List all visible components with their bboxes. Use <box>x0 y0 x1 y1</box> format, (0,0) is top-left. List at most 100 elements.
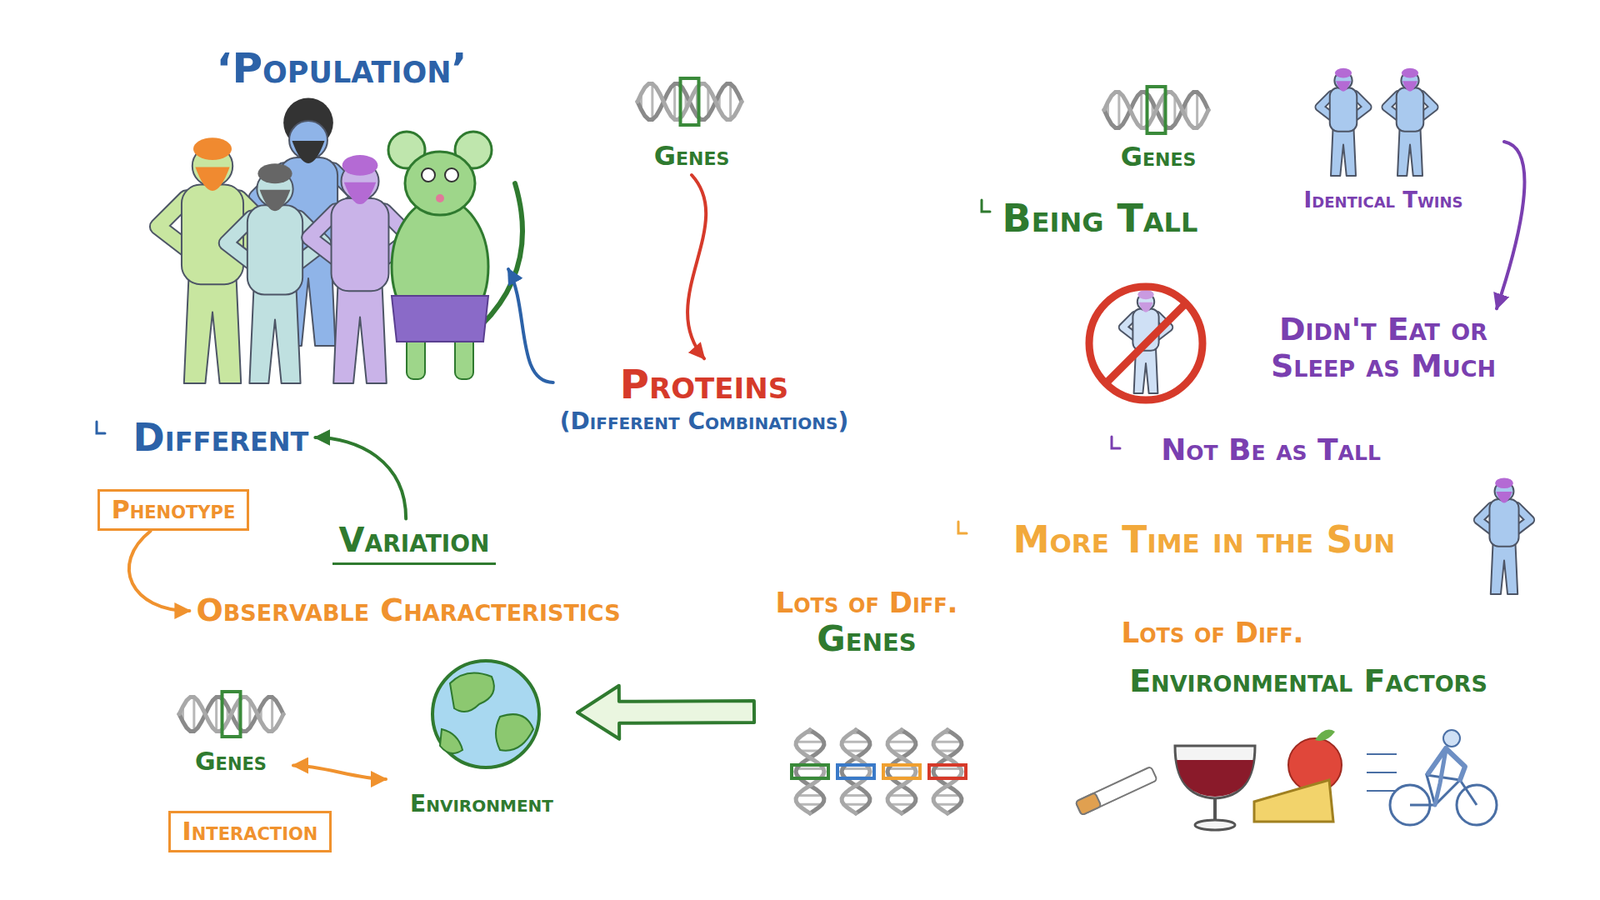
label-holder: More Time in the Sun <box>1013 519 1396 562</box>
person-legs <box>184 276 241 384</box>
person-figure <box>225 163 324 384</box>
node-title: Observable Characteristics <box>195 592 620 630</box>
dna-strand <box>933 730 962 814</box>
node-title: Lots of Diff. <box>775 586 958 620</box>
bike-frame <box>1426 775 1460 805</box>
apple-leaf <box>1315 730 1335 741</box>
gene-marker <box>883 765 920 779</box>
cigarette-filter <box>1075 792 1101 815</box>
text-node: Different <box>126 412 316 464</box>
dna-rung <box>215 697 218 732</box>
person-hair <box>1335 68 1352 79</box>
person-beard <box>260 190 291 211</box>
text-node: Lots of Diff.Genes <box>754 583 980 817</box>
gene-marker <box>929 765 966 779</box>
dna-rung <box>1195 92 1199 129</box>
no-sign <box>1089 286 1203 400</box>
dna-rung <box>729 84 732 120</box>
node-title: Interaction <box>182 817 319 847</box>
hook-mark <box>981 200 990 212</box>
cigarette-paper <box>1075 766 1157 816</box>
person-body <box>1330 87 1358 132</box>
speed-line <box>1366 771 1397 774</box>
dna-strand <box>179 697 284 732</box>
hook-mark <box>958 521 967 534</box>
arrow-connector <box>1496 141 1525 309</box>
wine-base <box>1195 820 1235 830</box>
text-label: Being Tall <box>1002 196 1199 241</box>
text-label: More Time in the Sun <box>1013 519 1396 562</box>
dna-rung <box>887 740 915 744</box>
rat-eye <box>445 168 459 182</box>
person-figure <box>1478 477 1530 595</box>
speed-line <box>1366 753 1397 755</box>
person-beard <box>1138 302 1153 313</box>
speed-line <box>1366 790 1397 792</box>
dna-icon <box>883 730 920 814</box>
gene-marker <box>222 691 241 737</box>
dna-icon <box>791 730 829 814</box>
text-label: Not Be as Tall <box>1160 432 1381 467</box>
person-figure <box>1385 68 1435 176</box>
arrow-connector <box>293 765 386 780</box>
text-label: Environmental Factors <box>1129 663 1488 700</box>
dna-strand <box>179 697 284 732</box>
dna-strand <box>887 730 916 814</box>
dna-strand <box>1104 92 1209 129</box>
text-node: Didn't Eat or Sleep as Much <box>1241 308 1525 388</box>
text-node: Observable Characteristics <box>189 589 627 633</box>
bike-frame <box>1410 780 1477 805</box>
gene-marker <box>1147 86 1166 134</box>
dna-icon <box>929 730 966 814</box>
dna-strand <box>795 730 825 814</box>
dna-strand <box>637 84 742 120</box>
hook-mark <box>96 421 105 434</box>
text-node: Environment <box>385 654 578 821</box>
dna-strand <box>841 730 870 814</box>
dna-rung <box>841 740 870 744</box>
text-node: Genes <box>168 687 294 780</box>
label-holder: Not Be as Tall <box>1160 432 1381 467</box>
dna-strand <box>1104 92 1209 129</box>
text-node: ‘Population’ <box>175 41 509 392</box>
boxed-term: Phenotype <box>97 489 250 532</box>
person-hair <box>193 137 232 160</box>
person-hair <box>1495 477 1514 489</box>
dna-strand <box>795 730 825 814</box>
person-beard <box>195 166 230 190</box>
block-arrow <box>577 685 755 740</box>
label-holder: Environmental Factors <box>1129 663 1488 700</box>
dna-rung <box>1117 92 1120 129</box>
person-legs <box>1330 129 1356 176</box>
dna-rung <box>797 794 824 797</box>
dna-rung <box>842 767 870 770</box>
text-label: Genes <box>1120 141 1197 173</box>
node-body: Genes <box>816 619 916 660</box>
person-beard <box>344 182 376 205</box>
person-legs <box>1397 129 1423 176</box>
wine-glass <box>1175 745 1255 799</box>
arrow-connector <box>129 530 190 611</box>
rat-figure <box>388 131 523 380</box>
globe <box>432 660 540 768</box>
wine <box>1176 760 1254 797</box>
label-holder: Genes <box>1120 141 1197 173</box>
person-hair <box>1137 290 1154 300</box>
arrow-connector <box>508 269 554 383</box>
person-legs <box>333 284 387 384</box>
label-holder: Being Tall <box>1002 196 1199 241</box>
gene-marker <box>791 765 829 779</box>
person-body <box>331 198 390 291</box>
arrow-connector <box>315 437 406 520</box>
dna-rung <box>1140 92 1143 129</box>
node-title: Different <box>133 415 310 460</box>
dna-icon <box>1104 86 1209 134</box>
dna-rung <box>650 84 654 120</box>
text-node: Identical Twins <box>1262 66 1505 217</box>
label-holder: Lots of Diff. <box>1120 616 1304 650</box>
dna-strand <box>887 730 916 814</box>
node-title: ‘Population’ <box>215 45 467 94</box>
dna-rung <box>795 740 824 744</box>
text-node: Proteins(Different Combinations) <box>553 358 856 438</box>
